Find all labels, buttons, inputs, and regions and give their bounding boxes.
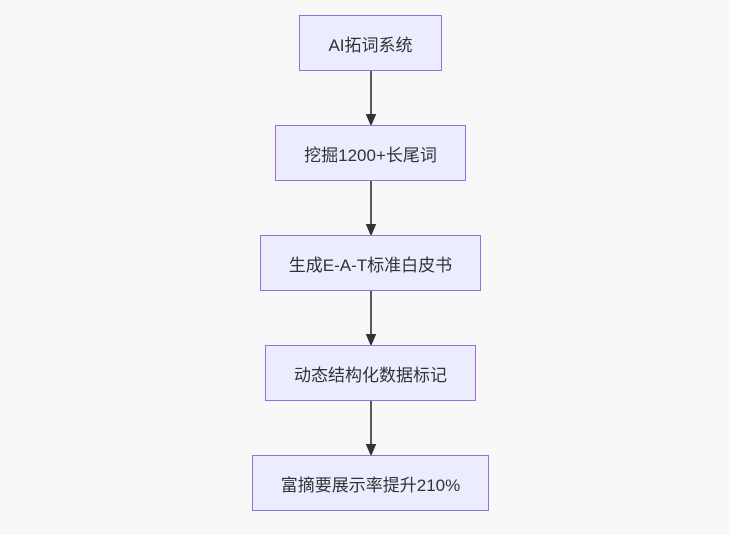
- arrow-down-icon: [365, 71, 376, 125]
- arrow-down-icon: [365, 291, 376, 345]
- flowchart-node-structured-data-markup: 动态结构化数据标记: [265, 345, 476, 401]
- flowchart-node-eat-whitepaper: 生成E-A-T标准白皮书: [259, 235, 482, 291]
- arrow-down-icon: [365, 181, 376, 235]
- flowchart-node-longtail-keywords: 挖掘1200+长尾词: [275, 125, 466, 181]
- arrow-down-icon: [365, 401, 376, 455]
- flowchart-node-ai-expansion-system: AI拓词系统: [299, 15, 442, 71]
- flowchart-node-rich-snippet-rate: 富摘要展示率提升210%: [251, 455, 490, 511]
